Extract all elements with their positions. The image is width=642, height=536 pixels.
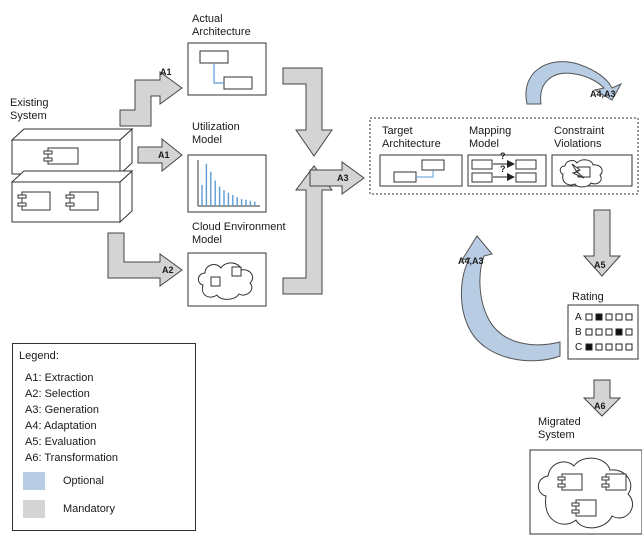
arrow-a2 [107,232,183,287]
utilization-model-label-line2: Model [192,134,222,146]
arrow-a5 [582,209,622,277]
arrow-a1-top [119,71,183,127]
rating-square [625,328,633,336]
lightning-icon [571,163,585,179]
rating-square [595,343,603,351]
legend-label-optional: Optional [63,475,104,487]
arrow-a1-mid [137,137,183,173]
target-architecture-label: Target Architecture [382,125,441,151]
mapping-question-mark-2: ? [500,164,506,174]
actual-architecture-label: Actual Architecture [192,13,251,39]
actual-architecture-box [187,42,267,96]
constraint-violations-label: Constraint Violations [554,125,604,151]
actual-architecture-label-line2: Architecture [192,26,251,38]
legend-swatch-mandatory [23,500,45,518]
rating-label: Rating [572,291,604,303]
arrow-a6-label: A6 [594,401,606,411]
rating-square [605,343,613,351]
constraint-violations-label-line1: Constraint [554,125,605,137]
legend-item-a1: A1: Extraction [25,372,94,384]
rating-square [585,328,593,336]
rating-square [615,343,623,351]
legend-label-mandatory: Mandatory [63,503,115,515]
actual-architecture-label-line1: Actual [192,13,223,25]
rating-letter-c: C [575,342,583,353]
legend-title: Legend: [19,350,59,362]
target-architecture-box [379,154,463,187]
loop-bottom-label: A4,A3 [458,256,484,266]
mapping-model-label-line2: Model [469,138,499,150]
component-icon [17,147,99,211]
target-architecture-label-line2: Architecture [382,138,441,150]
migrated-system-label-line1: Migrated [538,416,581,428]
migrated-system-label: Migrated System [538,416,581,442]
cloud-environment-model-box [187,252,267,307]
utilization-model-label-line1: Utilization [192,121,240,133]
rating-square [625,313,633,321]
arrow-a6 [582,379,622,417]
legend-item-a3: A3: Generation [25,404,99,416]
mapping-question-mark: ? [500,151,506,161]
rating-square [585,313,593,321]
rating-letter-b: B [575,327,582,338]
mapping-model-label-line1: Mapping [469,125,512,137]
arrow-a2-label: A2 [162,265,174,275]
rating-square [605,328,613,336]
rating-square [595,313,603,321]
legend-item-a4: A4: Adaptation [25,420,97,432]
constraint-violations-label-line2: Violations [554,138,602,150]
legend-item-a5: A5: Evaluation [25,436,96,448]
existing-system-label-line2: System [10,110,47,122]
cloud-environment-model-label-line1: Cloud Environment [192,221,286,233]
migrated-system-label-line2: System [538,429,575,441]
utilization-model-box [187,154,267,213]
loop-arrow-top [525,61,623,105]
legend-box: Legend: A1: Extraction A2: Selection A3:… [12,343,196,531]
arrow-from-actual [282,67,333,157]
legend-item-a6: A6: Transformation [25,452,118,464]
loop-arrow-bottom [460,235,561,362]
rating-square [605,313,613,321]
arrow-a1-mid-label: A1 [158,150,170,160]
rating-square [615,328,623,336]
rating-square [615,313,623,321]
mapping-model-box [467,154,547,187]
rating-square [585,343,593,351]
utilization-model-label: Utilization Model [192,121,240,147]
migrated-system-box [529,449,642,535]
cloud-environment-model-label-line2: Model [192,234,222,246]
arrow-a3 [309,161,365,195]
arrow-a3-label: A3 [337,173,349,183]
constraint-violations-box [551,154,633,188]
mapping-model-label: Mapping Model [469,125,511,151]
utilization-bars [201,163,256,206]
legend-swatch-optional [23,472,45,490]
rating-squares [585,313,633,351]
rating-letter-a: A [575,312,582,323]
existing-system-label-line1: Existing [10,97,49,109]
arrow-a5-label: A5 [594,260,606,270]
target-architecture-label-line1: Target [382,125,413,137]
existing-system-label: Existing System [10,97,49,123]
rating-square [625,343,633,351]
rating-square [595,328,603,336]
cloud-environment-model-label: Cloud Environment Model [192,221,286,247]
arrow-a1-top-label: A1 [160,67,172,77]
loop-top-label: A4,A3 [590,89,616,99]
legend-item-a2: A2: Selection [25,388,90,400]
